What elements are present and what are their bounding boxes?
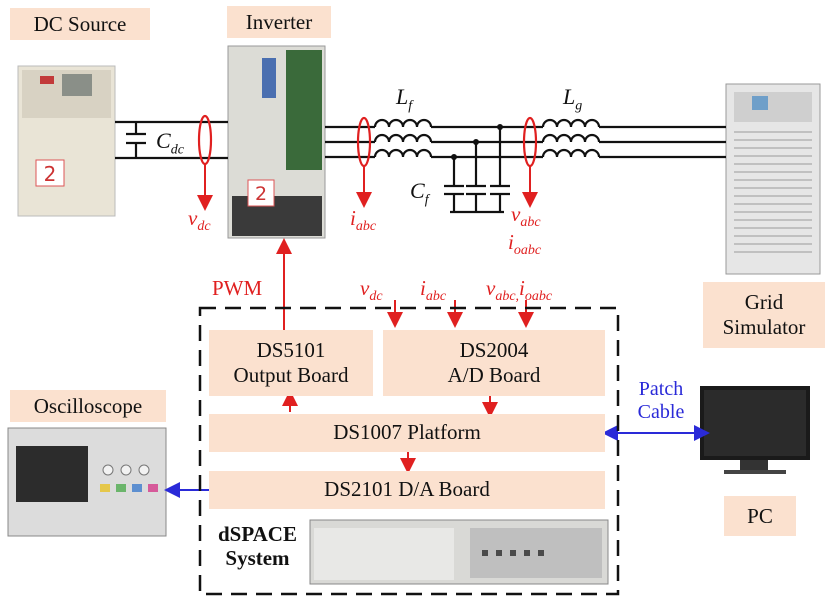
cf-label: Cf [410,178,429,208]
ad-input-vabc-ioabc-label: vabc,ioabc [486,276,553,305]
sensor-arrows [197,164,538,474]
lf-label: Lf [396,84,413,114]
junction-dots [451,124,503,160]
blue-links [164,425,710,498]
dspace-boundary [198,306,620,596]
svg-text:2: 2 [44,162,57,186]
dc-source-photo: 2 [17,65,116,217]
vabc-measure-label: vabc [511,202,541,231]
ac-wires [325,118,726,214]
ioabc-measure-label: ioabc [508,230,542,259]
cdc-label: Cdc [156,128,184,158]
svg-text:2: 2 [255,183,267,205]
oscilloscope-photo [7,427,167,537]
iabc-measure-label: iabc [350,206,377,235]
ds2101-da-board: DS2101 D/A Board [209,471,605,509]
ad-input-iabc-label: iabc [420,276,447,305]
ds1007-platform: DS1007 Platform [209,414,605,452]
inverter-photo: 2 [227,45,326,239]
pwm-label: PWM [212,276,263,300]
oscilloscope-label: Oscilloscope [10,390,166,422]
grid-simulator-photo [725,83,821,275]
pc-photo [700,386,810,474]
ad-input-vdc-label: vdc [360,276,383,305]
dc-source-label: DC Source [10,8,150,40]
lg-label: Lg [563,84,583,114]
pc-label: PC [724,496,796,536]
dspace-hardware-photo [309,519,609,585]
vdc-measure-label: vdc [188,206,211,235]
inverter-label: Inverter [227,6,331,38]
